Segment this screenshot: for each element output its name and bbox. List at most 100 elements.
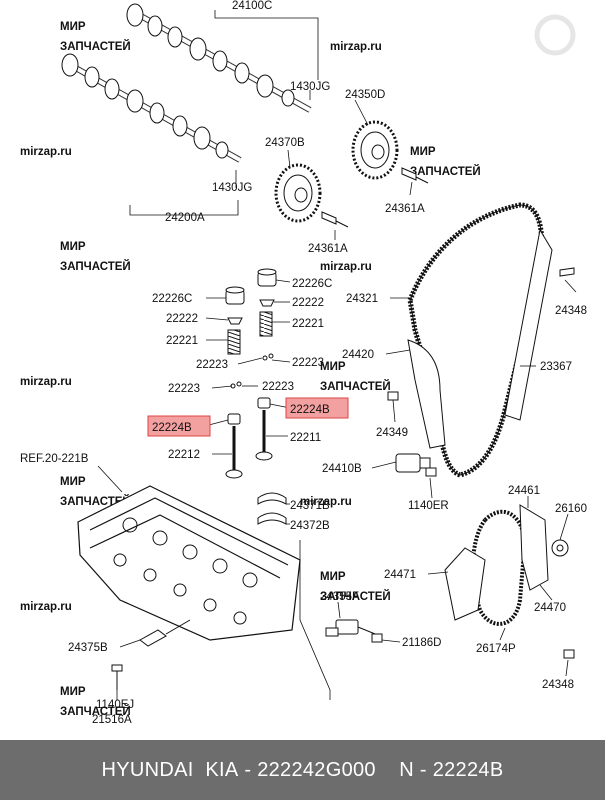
leader-line bbox=[119, 639, 141, 648]
highlight-22224B[interactable]: 22224B bbox=[285, 397, 349, 419]
watermark-brand-line1: МИР bbox=[320, 361, 346, 373]
label-24420: 24420 bbox=[342, 349, 374, 361]
cam-sprocket-exhaust bbox=[351, 120, 399, 180]
label-23367: 23367 bbox=[540, 361, 572, 373]
watermark-logo-icon bbox=[534, 14, 576, 56]
watermark-brand-line2: ЗАПЧАСТЕЙ bbox=[60, 260, 131, 273]
label-24349: 24349 bbox=[376, 427, 408, 439]
leader-lines-valvetrain bbox=[204, 279, 291, 525]
watermark-url: mirzap.ru bbox=[20, 601, 72, 613]
watermark-brand-line2: ЗАПЧАСТЕЙ bbox=[320, 380, 391, 393]
label-24361A: 24361A bbox=[385, 203, 425, 215]
chain-guide-fixed bbox=[504, 228, 553, 421]
oil-control-valve bbox=[325, 619, 381, 637]
label-22211: 22211 bbox=[290, 432, 321, 444]
footer-brand: HYUNDAI KIA bbox=[101, 758, 239, 781]
highlight-22224B[interactable]: 22224B bbox=[147, 415, 211, 437]
watermark-brand-line1: МИР bbox=[410, 146, 436, 158]
watermark-brand-line2: ЗАПЧАСТЕЙ bbox=[410, 165, 481, 178]
watermark-url: mirzap.ru bbox=[330, 41, 382, 53]
chain-tensioner-arm bbox=[407, 339, 446, 449]
filter-bolt-icon bbox=[371, 633, 383, 643]
cam-sprocket-intake bbox=[274, 163, 322, 223]
oil-pump-chain bbox=[471, 509, 528, 626]
camshaft-intake bbox=[61, 53, 242, 163]
camshaft-exhaust bbox=[126, 3, 312, 113]
watermark-tile: МИР ЗАПЧАСТЕЙ bbox=[60, 21, 131, 53]
label-21186D: 21186D bbox=[402, 637, 441, 649]
label-1430JG: 1430JG bbox=[212, 182, 252, 194]
leader-lines-camshaft bbox=[129, 10, 413, 240]
sensor-bolt-icon bbox=[111, 664, 123, 690]
label-21516A: 21516A bbox=[92, 714, 132, 726]
label-1430JG: 1430JG bbox=[290, 81, 330, 93]
part-info-footer: HYUNDAI KIA - 222242G000 N - 22224B bbox=[0, 740, 605, 800]
label-24375B: 24375B bbox=[68, 642, 108, 654]
parts-diagram: МИР ЗАПЧАСТЕЙ mirzap.ru mirzap.ru МИР ЗА… bbox=[20, 0, 587, 726]
watermark-brand-line1: МИР bbox=[60, 21, 86, 33]
leader-lines-timing bbox=[371, 279, 577, 499]
label-24470: 24470 bbox=[534, 602, 566, 614]
label-22212: 22212 bbox=[168, 449, 200, 461]
label-24100C: 24100C bbox=[232, 0, 272, 12]
label-24361A: 24361A bbox=[308, 243, 348, 255]
sprocket-bolt-icon bbox=[321, 211, 349, 228]
label-22224B-highlighted: 22224B bbox=[290, 404, 330, 416]
watermark-brand-line1: МИР bbox=[60, 241, 86, 253]
watermark-url: mirzap.ru bbox=[20, 146, 72, 158]
label-24348: 24348 bbox=[555, 305, 587, 317]
label-24372B: 24372B bbox=[290, 520, 330, 532]
leader-line bbox=[97, 465, 123, 493]
label-24350D: 24350D bbox=[345, 89, 385, 101]
leader-lines-oilpump bbox=[427, 496, 569, 677]
watermark-url: mirzap.ru bbox=[320, 261, 372, 273]
cylinder-head bbox=[77, 485, 301, 641]
leader-lines-ocv bbox=[299, 540, 401, 700]
valve-train-parts bbox=[225, 268, 287, 525]
footer-gap bbox=[376, 759, 399, 782]
label-ref-20-221B: REF.20-221B bbox=[20, 453, 89, 465]
label-22223: 22223 bbox=[292, 357, 324, 369]
label-22222: 22222 bbox=[166, 313, 198, 325]
watermark-url: mirzap.ru bbox=[20, 376, 72, 388]
label-1140ER: 1140ER bbox=[408, 500, 449, 512]
footer-part-number: 222242G000 bbox=[257, 758, 376, 781]
oil-pump-bolt-icon bbox=[563, 649, 575, 659]
watermark-brand-line1: МИР bbox=[60, 476, 86, 488]
label-22223: 22223 bbox=[196, 359, 228, 371]
label-22222: 22222 bbox=[292, 297, 324, 309]
oil-pump-tensioner bbox=[519, 504, 569, 591]
label-26160: 26160 bbox=[555, 503, 587, 515]
watermark-brand-line2: ЗАПЧАСТЕЙ bbox=[60, 40, 131, 53]
label-24370B: 24370B bbox=[265, 137, 305, 149]
label-24410B: 24410B bbox=[322, 463, 362, 475]
label-24371B: 24371B bbox=[290, 500, 330, 512]
sprocket-bolt-icon bbox=[401, 167, 429, 184]
watermark-brand-line1: МИР bbox=[60, 686, 86, 698]
label-24355F: 24355F bbox=[320, 591, 359, 603]
guide-bolt-icon bbox=[387, 267, 575, 477]
footer-n-label: N - 22224B bbox=[399, 758, 504, 781]
watermark-brand-line1: МИР bbox=[320, 571, 346, 583]
label-26174P: 26174P bbox=[476, 643, 516, 655]
label-22226C: 22226C bbox=[152, 293, 192, 305]
label-22221: 22221 bbox=[166, 335, 198, 347]
label-22223: 22223 bbox=[168, 383, 200, 395]
label-24321: 24321 bbox=[346, 293, 378, 305]
cam-position-sensor bbox=[139, 619, 191, 647]
label-24348: 24348 bbox=[542, 679, 574, 691]
label-22223: 22223 bbox=[262, 381, 294, 393]
watermark-brand-line2: ЗАПЧАСТЕЙ bbox=[60, 705, 131, 718]
label-24461: 24461 bbox=[508, 485, 540, 497]
label-22221: 22221 bbox=[292, 318, 324, 330]
footer-separator: - bbox=[238, 758, 258, 781]
label-22224B-highlighted: 22224B bbox=[152, 422, 192, 434]
label-1140EJ: 1140EJ bbox=[96, 699, 134, 711]
tensioner-unit bbox=[395, 453, 431, 473]
label-24200A: 24200A bbox=[165, 212, 205, 224]
label-24471: 24471 bbox=[384, 569, 416, 581]
watermark-brand-line2: ЗАПЧАСТЕЙ bbox=[320, 590, 391, 603]
oil-pump-guide bbox=[444, 547, 486, 621]
label-22226C: 22226C bbox=[292, 278, 332, 290]
watermark-url: mirzap.ru bbox=[300, 496, 352, 508]
